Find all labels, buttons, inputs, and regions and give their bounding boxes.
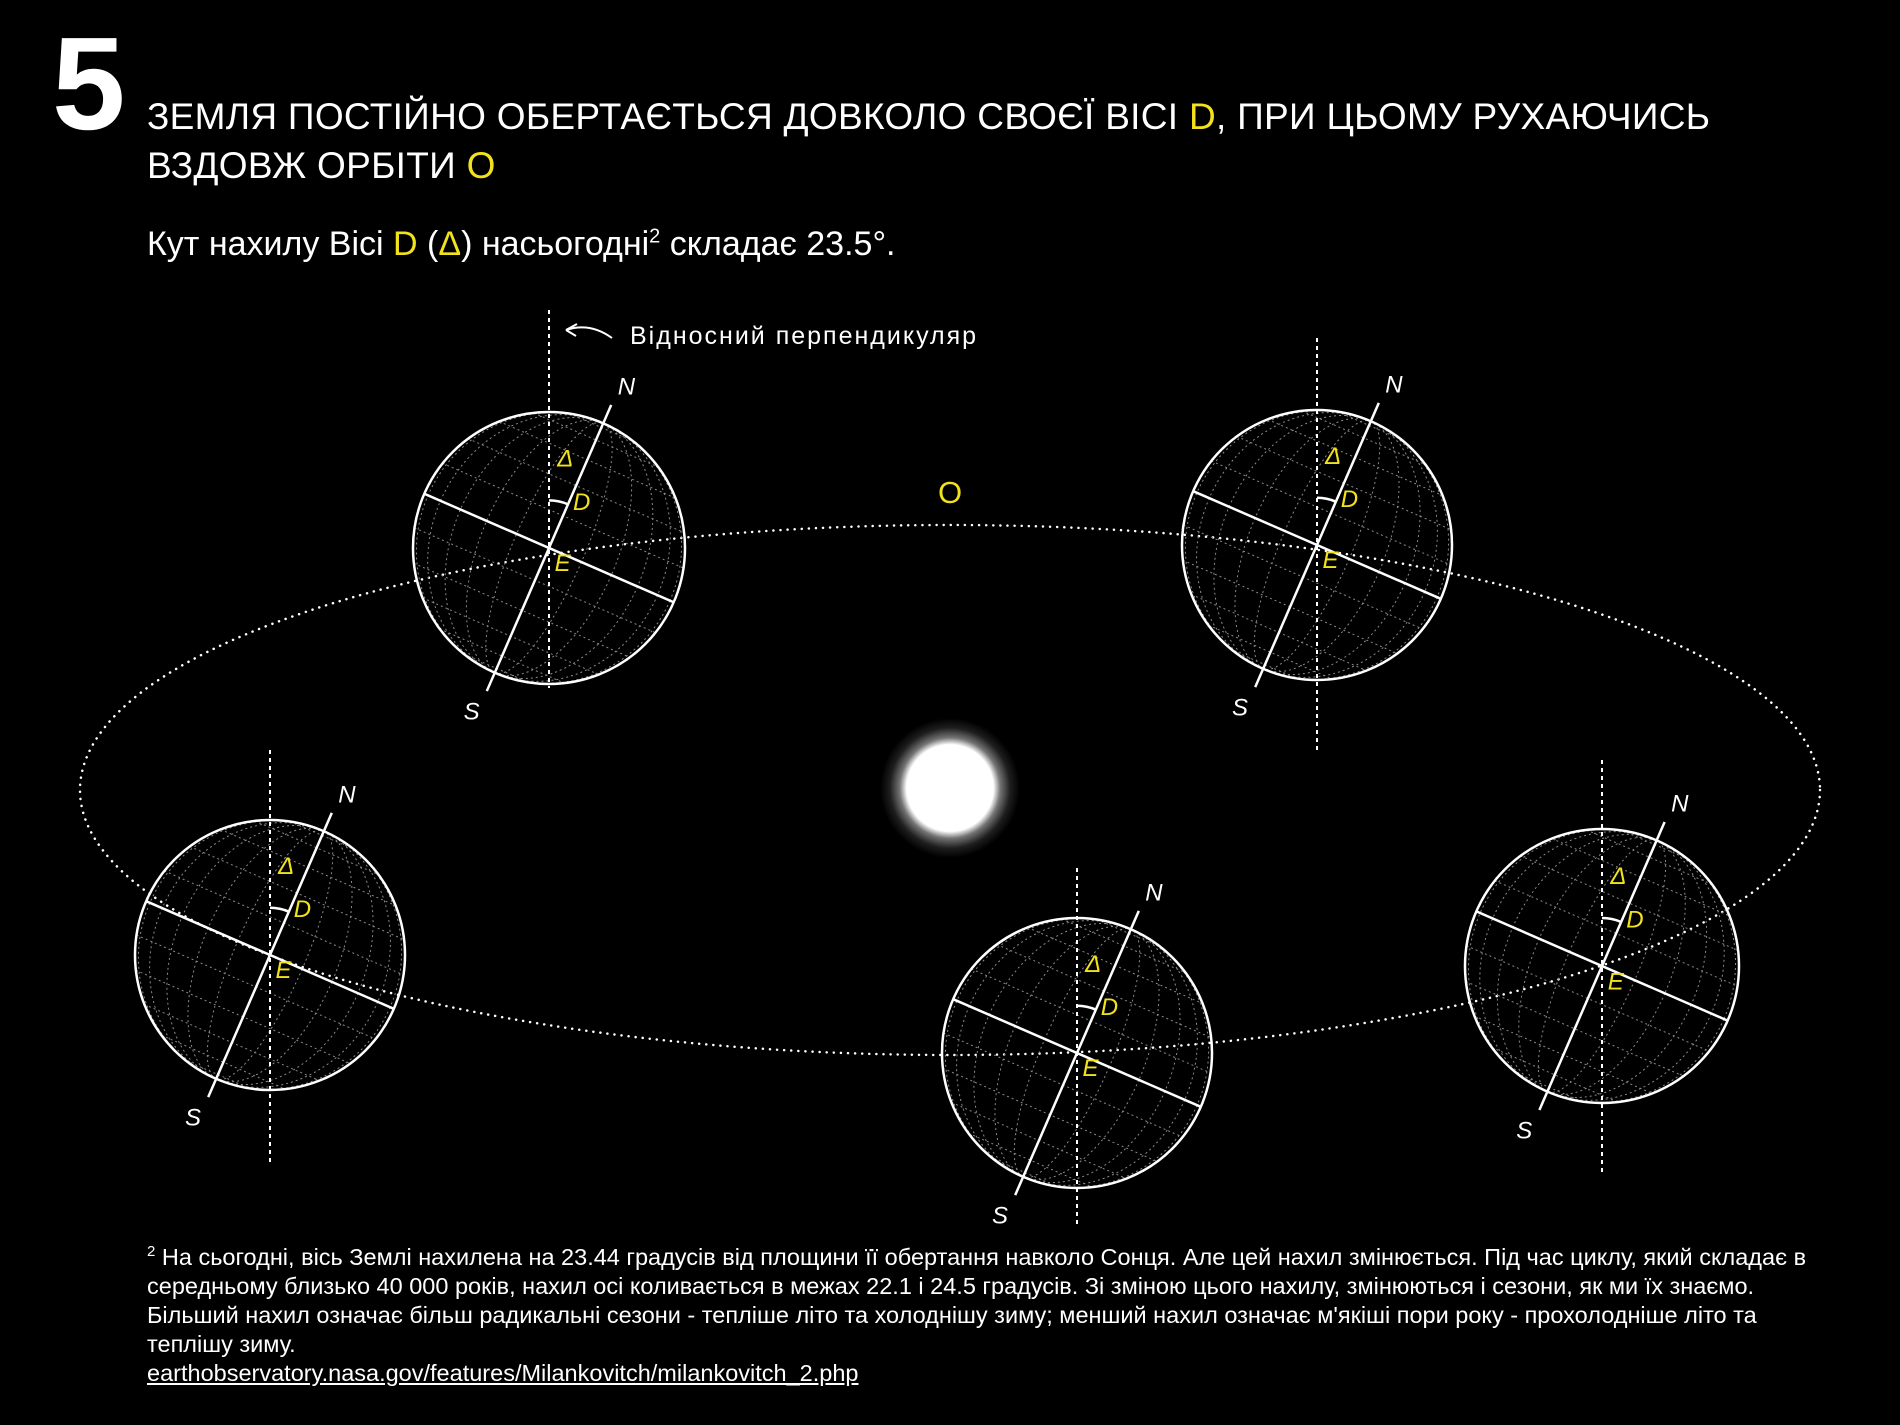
latitude-line [1096,919,1162,948]
equator-line [1192,490,1442,600]
globe-outline [940,916,1214,1190]
latitude-line [992,1158,1058,1187]
tilt-angle-arc [269,906,290,913]
globe-top-left: N S ΔD E [411,310,687,726]
tilt-angle-arc [548,499,569,506]
heading: ЗЕМЛЯ ПОСТІЙНО ОБЕРТАЄТЬСЯ ДОВКОЛО СВОЄЇ… [147,92,1867,190]
subheading-axis-letter: D [393,225,418,263]
orbit-label: O [938,475,962,510]
subheading-part1: Кут нахилу Вісі [147,225,394,263]
subheading-part3: складає 23.5°. [660,225,896,263]
orbit-ellipse [78,523,1822,1057]
perpendicular-arrow [565,326,613,339]
globe-top-right: N S ΔD E [1180,338,1454,750]
globe-outline [411,410,687,686]
footnote-text: На сьогодні, вісь Землі нахилена на 23.4… [147,1243,1807,1357]
north-label: N [1671,791,1689,818]
latitude-line [467,438,685,534]
subheading-open-paren: ( [417,225,439,263]
globe-left: N S ΔD E [133,750,407,1162]
step-number: 5 [52,10,125,157]
latitude-line [413,562,631,658]
latitude-line [1494,880,1738,987]
axis-label: D [573,489,590,516]
delta-label: Δ [556,445,573,472]
delta-label: Δ [1609,863,1626,890]
earth-orbit-diagram: O Відносний перпендикуляр NSΔDENSΔDENSΔD… [78,310,1822,1230]
globe-outline [133,818,407,1092]
heading-orbit-letter: O [466,145,496,186]
subheading-delta: Δ [438,225,462,263]
latitude-line [1232,650,1298,679]
subheading: Кут нахилу Вісі D (Δ) насьогодні2 склада… [147,225,896,264]
heading-part2: , ПРИ ЦЬОМУ РУХАЮЧИСЬ ВЗДОВЖ ОРБІТИ [147,96,1711,186]
perpendicular-label: Відносний перпендикуляр [630,322,978,350]
axis-label: D [294,896,311,923]
delta-label: Δ [1324,443,1341,470]
equator-line [952,998,1202,1108]
south-label: S [1232,695,1248,722]
source-link[interactable]: earthobservatory.nasa.gov/features/Milan… [147,1359,859,1386]
north-label: N [1145,879,1163,906]
tilt-angle-arc [1076,1004,1097,1011]
equator-line [1475,910,1729,1022]
south-label: S [1516,1117,1532,1144]
latitude-line [1336,411,1402,440]
globe-outline [1180,408,1454,682]
equator-label: E [1082,1055,1099,1082]
equator-label: E [275,957,292,984]
equator-label: E [1608,968,1625,995]
perpendicular-arrowhead [565,323,578,337]
latitude-line [185,1060,251,1089]
tilt-angle-arc [1601,916,1622,924]
axis-label: D [1101,994,1118,1021]
equator-line [145,900,395,1010]
heading-axis-letter: D [1188,96,1216,137]
equator-line [423,492,675,604]
delta-label: Δ [1084,951,1101,978]
north-label: N [338,781,356,808]
north-label: N [1385,371,1403,398]
heading-part1: ЗЕМЛЯ ПОСТІЙНО ОБЕРТАЄТЬСЯ ДОВКОЛО СВОЄЇ… [147,96,1189,137]
tilt-angle-arc [1316,496,1337,503]
latitude-line [1466,945,1710,1052]
latitude-line [289,821,355,850]
globe-bottom: N S ΔD E [940,868,1214,1230]
footnote: 2 На сьогодні, вісь Землі нахилена на 23… [147,1237,1807,1388]
delta-label: Δ [277,853,294,880]
subheading-footnote-ref: 2 [649,225,661,248]
equator-label: E [1322,547,1339,574]
axis-label: D [1626,907,1643,934]
north-label: N [618,373,636,400]
globe-right: N S ΔD E [1463,760,1741,1172]
equator-label: E [555,550,572,577]
south-label: S [185,1105,201,1132]
south-label: S [992,1203,1008,1230]
subheading-part2: ) насьогодні [461,225,650,263]
footnote-ref: 2 [147,1243,156,1260]
globe-outline [1463,827,1741,1105]
sun [880,718,1020,858]
south-label: S [464,699,480,726]
axis-label: D [1341,486,1358,513]
